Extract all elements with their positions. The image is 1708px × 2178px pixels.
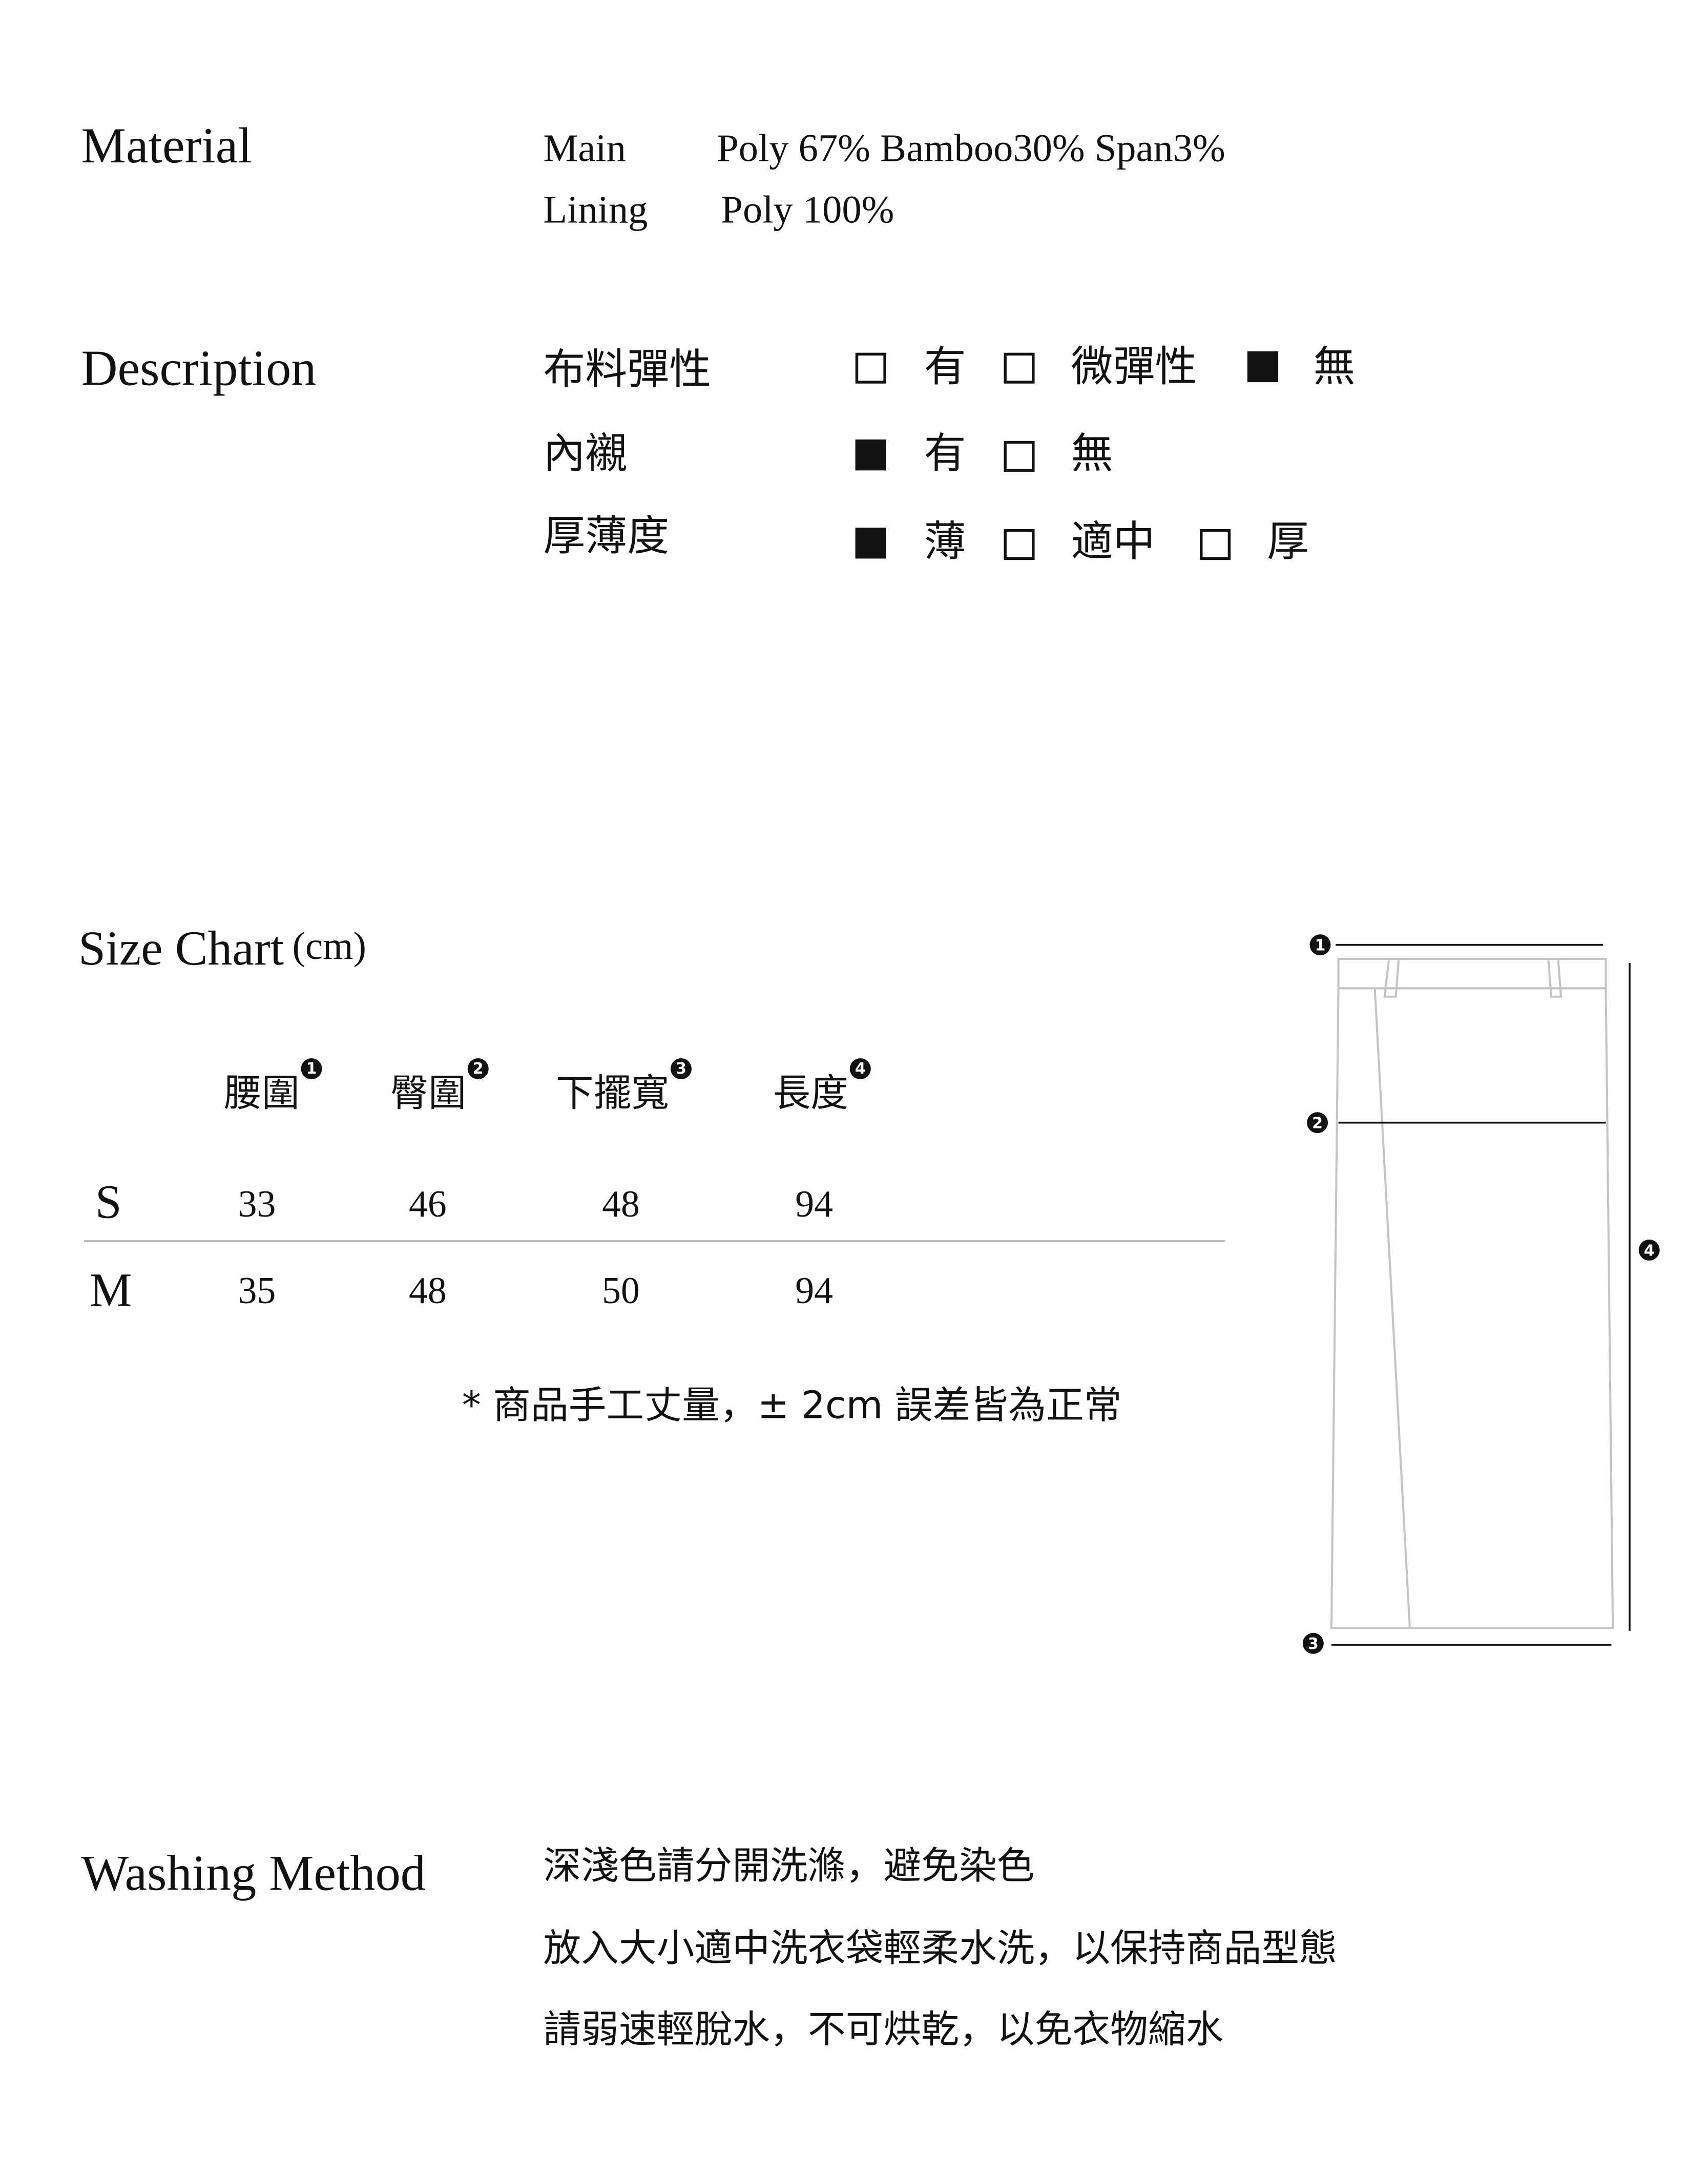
option-label: 無	[1071, 429, 1113, 479]
measurement-note: * 商品手工丈量，± 2cm 誤差皆為正常	[462, 1384, 1122, 1428]
size-chart-unit: (cm)	[292, 925, 367, 969]
lining-label: Lining	[543, 189, 648, 233]
elasticity-label: 布料彈性	[543, 346, 712, 395]
checkbox-lining-yes-checked	[855, 439, 886, 471]
option-label: 有	[924, 343, 966, 392]
lining-value: Poly 100%	[721, 189, 894, 233]
thickness-label: 厚薄度	[543, 512, 670, 561]
marker-2-icon: 2	[467, 1058, 489, 1079]
waistband	[1337, 957, 1607, 990]
size-s: S	[95, 1177, 122, 1229]
diagram-marker-3: 3	[1308, 1635, 1319, 1653]
main-value: Poly 67% Bamboo30% Span3%	[717, 127, 1225, 171]
cell: 46	[408, 1183, 447, 1225]
col-header-length: 長度4	[773, 1058, 871, 1116]
diagram-marker-1: 1	[1315, 937, 1326, 955]
col-header-hip: 臀圍2	[390, 1058, 489, 1116]
checkbox-thin-checked	[855, 528, 886, 559]
slit-seam	[1373, 988, 1411, 1628]
material-title: Material	[81, 117, 252, 174]
option-label: 適中	[1071, 518, 1155, 567]
option-label: 薄	[924, 518, 966, 567]
cell: 48	[602, 1183, 640, 1225]
cell: 94	[795, 1269, 834, 1312]
skirt-outline	[1330, 988, 1614, 1629]
col-label: 腰圍	[224, 1072, 300, 1116]
option-label: 微彈性	[1071, 343, 1197, 392]
option-label: 無	[1313, 343, 1356, 392]
col-label: 臀圍	[390, 1072, 467, 1116]
cell: 94	[795, 1183, 834, 1225]
cell: 50	[602, 1269, 640, 1312]
cell: 48	[408, 1269, 447, 1312]
marker-1-icon	[1309, 934, 1331, 956]
size-m: M	[89, 1265, 132, 1317]
washing-line: 放入大小適中洗衣袋輕柔水洗，以保持商品型態	[543, 1928, 1337, 1971]
belt-loop-left	[1383, 960, 1400, 998]
option-label: 厚	[1267, 518, 1309, 567]
washing-line: 深淺色請分開洗滌，避免染色	[543, 1845, 1035, 1889]
description-title: Description	[81, 340, 317, 396]
main-label: Main	[543, 127, 626, 171]
col-label: 長度	[773, 1072, 849, 1116]
checkbox-elastic-yes	[855, 352, 886, 384]
checkbox-medium	[1004, 529, 1035, 560]
marker-3-icon	[1302, 1632, 1324, 1654]
belt-loop-right	[1547, 960, 1563, 998]
size-chart-title-text: Size Chart	[78, 921, 284, 976]
lining-desc-label: 內襯	[543, 429, 628, 479]
diagram-marker-4: 4	[1644, 1242, 1655, 1260]
marker-3-icon: 3	[671, 1058, 692, 1079]
skirt-diagram: 1 2 3 4	[1302, 934, 1660, 1654]
marker-4-icon: 4	[849, 1058, 871, 1079]
checkbox-lining-no	[1004, 441, 1035, 472]
cell: 35	[238, 1269, 276, 1312]
marker-2-icon	[1307, 1112, 1328, 1134]
washing-line: 請弱速輕脫水，不可烘乾，以免衣物縮水	[543, 2008, 1224, 2053]
size-chart-title: Size Chart(cm)	[78, 924, 366, 973]
col-header-waist: 腰圍1	[224, 1058, 322, 1116]
marker-4-icon	[1638, 1239, 1660, 1261]
checkbox-elastic-slight	[1004, 352, 1035, 384]
col-label: 下擺寬	[555, 1072, 670, 1116]
checkbox-thick	[1200, 529, 1231, 560]
checkbox-elastic-none-checked	[1247, 351, 1279, 383]
diagram-marker-2: 2	[1312, 1115, 1323, 1133]
washing-title: Washing Method	[81, 1845, 426, 1901]
cell: 33	[238, 1183, 276, 1225]
option-label: 有	[924, 429, 966, 479]
marker-1-icon: 1	[301, 1058, 322, 1079]
col-header-hem: 下擺寬3	[555, 1058, 692, 1116]
row-divider	[84, 1240, 1225, 1242]
